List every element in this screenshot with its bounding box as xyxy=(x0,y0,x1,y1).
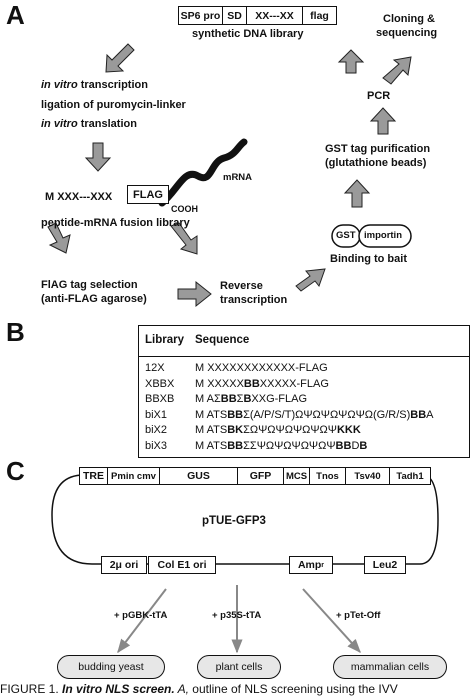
header-sequence: Sequence xyxy=(195,334,250,346)
segment-tnos: Tnos xyxy=(310,468,346,484)
header-library: Library xyxy=(145,334,184,346)
host-plant-cells: plant cells xyxy=(197,655,281,679)
row-library: 12X xyxy=(145,362,165,374)
step-transcription: in vitro transcription xyxy=(41,79,148,91)
cloning-label: Cloning & xyxy=(383,13,435,25)
arrow-selection-to-reverse xyxy=(177,280,212,308)
table-row: XBBX M XXXXXBBXXXXX-FLAG xyxy=(139,378,469,393)
segment-gus: GUS xyxy=(160,468,238,484)
label-pgbk: + pGBK-tTA xyxy=(114,610,168,621)
binding-label: Binding to bait xyxy=(330,253,407,265)
arrow-reverse-to-binding xyxy=(295,268,326,292)
row-library: biX3 xyxy=(145,439,168,452)
host-budding-yeast: budding yeast xyxy=(57,655,165,679)
synthetic-construct: SP6 pro SD XX---XX flag xyxy=(178,6,337,25)
arrow-to-library xyxy=(337,49,365,74)
step-translation: in vitro translation xyxy=(41,118,137,130)
row-library: BBXB xyxy=(145,393,175,405)
transcription-label: transcription xyxy=(220,294,288,306)
library-table: Library Sequence 12X M XXXXXXXXXXXX-FLAG X… xyxy=(138,325,470,458)
panel-letter-c: C xyxy=(6,456,25,486)
plasmid-top-bar: TRE Pmin cmv GUS GFP MCS Tnos Tsv40 Tadh… xyxy=(79,467,431,485)
table-row: biX3 M ATSBBΣΣΨΩΨΩΨΩΨΩΨBBDB xyxy=(139,440,469,455)
table-header: Library Sequence xyxy=(139,326,469,357)
importin-label: importin xyxy=(364,230,402,241)
table-row: BBXB M AΣBBΣBXXG-FLAG xyxy=(139,393,469,408)
segment-leu2: Leu2 xyxy=(364,556,406,574)
gst-label: GST xyxy=(336,230,356,241)
mrna-strand xyxy=(158,138,248,207)
panel-letter-a: A xyxy=(6,0,25,30)
segment-xx: XX---XX xyxy=(247,7,303,24)
importin-bait xyxy=(358,224,412,248)
row-library: XBBX xyxy=(145,377,175,390)
fusion-library-label: peptide-mRNA fusion library xyxy=(41,217,190,229)
segment-cole1-ori: Col E1 ori xyxy=(148,556,216,574)
host-mammalian-cells: mammalian cells xyxy=(333,655,447,679)
mrna-label: mRNA xyxy=(223,172,253,183)
pcr-label: PCR xyxy=(367,90,391,102)
arrow-fusion-to-flag-selection xyxy=(47,222,71,254)
table-row: 12X M XXXXXXXXXXXX-FLAG xyxy=(139,362,469,377)
arrow-to-fusion xyxy=(84,142,112,172)
arrow-purification-to-pcr xyxy=(369,107,397,135)
row-sequence: M ATSBBΣ(A/P/S/T)ΩΨΩΨΩΨΩΨΩ(G/R/S)BBA xyxy=(195,408,434,421)
label-ptet: + pTet-Off xyxy=(336,610,381,621)
segment-tadh1: Tadh1 xyxy=(396,470,424,482)
table-row: biX1 M ATSBBΣ(A/P/S/T)ΩΨΩΨΩΨΩΨΩ(G/R/S)BBA xyxy=(139,409,469,424)
row-sequence: M XXXXXXXXXXXX-FLAG xyxy=(195,362,328,374)
arrow-pcr-to-cloning xyxy=(382,56,412,85)
sequencing-label: sequencing xyxy=(376,27,438,39)
panel-letter-b: B xyxy=(6,317,25,347)
row-sequence: M AΣBBΣBXXG-FLAG xyxy=(195,393,308,405)
segment-sd: SD xyxy=(223,7,247,24)
plasmid-outline xyxy=(51,474,439,565)
anti-flag-label: (anti-FLAG agarose) xyxy=(41,293,147,305)
segment-2u-ori: 2μ ori xyxy=(101,556,147,574)
arrow-fusion-to-reverse xyxy=(170,222,198,255)
gst-purification-label: GST tag purification xyxy=(325,143,431,155)
segment-sp6: SP6 pro xyxy=(179,7,223,24)
segment-flag: flag xyxy=(310,9,329,22)
table-row: biX2 M ATSBKΣΩΨΩΨΩΨΩΨΩΨKKK xyxy=(139,424,469,439)
segment-tsv40: Tsv40 xyxy=(346,468,390,484)
arrow-binding-to-purification xyxy=(343,179,371,208)
step-ligation: ligation of puromycin-linker xyxy=(41,99,186,111)
flag-selection-label: FlAG tag selection xyxy=(41,279,138,291)
figure-caption: FIGURE 1. In vitro NLS screen. A, outlin… xyxy=(0,682,398,696)
flag-tag-box: FLAG xyxy=(127,185,169,204)
label-p35s: + p35S-tTA xyxy=(212,610,262,621)
cooh-label: COOH xyxy=(171,204,198,214)
plasmid-name: pTUE-GFP3 xyxy=(202,515,266,527)
segment-mcs: MCS xyxy=(284,468,310,484)
flag-tag-label: FLAG xyxy=(133,188,163,201)
arrow-to-mammalian xyxy=(302,588,361,654)
row-library: biX1 xyxy=(145,408,168,421)
segment-pmin-cmv: Pmin cmv xyxy=(108,468,160,484)
fusion-peptide: M XXX---XXX xyxy=(45,191,113,203)
row-sequence: M XXXXXBBXXXXX-FLAG xyxy=(195,377,329,390)
reverse-label: Reverse xyxy=(220,280,263,292)
segment-tre: TRE xyxy=(80,468,108,484)
arrow-to-yeast xyxy=(117,588,167,654)
glutathione-label: (glutathione beads) xyxy=(325,157,427,169)
row-sequence: M ATSBBΣΣΨΩΨΩΨΩΨΩΨBBDB xyxy=(195,439,368,452)
row-sequence: M ATSBKΣΩΨΩΨΩΨΩΨΩΨKKK xyxy=(195,424,361,436)
segment-gfp: GFP xyxy=(238,468,284,484)
row-library: biX2 xyxy=(145,424,168,436)
arrow-library-to-transcription xyxy=(105,43,135,73)
synthetic-library-label: synthetic DNA library xyxy=(192,28,304,40)
